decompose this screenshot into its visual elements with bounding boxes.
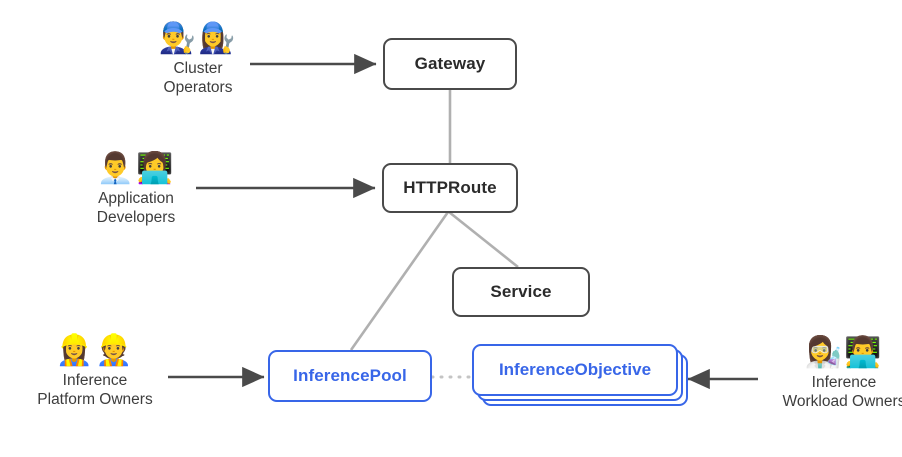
node-inferenceobjective[interactable]: InferenceObjective: [472, 344, 688, 406]
application-developers-caption: Application Developers: [96, 190, 176, 226]
inference-platform-owners-caption: Inference Platform Owners: [37, 372, 153, 408]
node-gateway-label: Gateway: [414, 54, 486, 73]
node-gateway[interactable]: Gateway: [383, 38, 517, 90]
cluster-operators-caption: Cluster Operators: [163, 60, 233, 96]
cluster-operators-icons: 👨‍🔧👩‍🔧: [158, 21, 238, 56]
edge-httproute-to-inferencepool: [349, 211, 450, 351]
persona-inference-platform-owners: 👷‍♀️👷 Inference Platform Owners: [22, 334, 168, 409]
persona-application-developers: 👨‍💼👩‍💻 Application Developers: [72, 152, 200, 227]
node-inferenceobjective-label: InferenceObjective: [498, 360, 652, 379]
node-httproute-label: HTTPRoute: [403, 178, 497, 197]
node-inferencepool[interactable]: InferencePool: [268, 350, 432, 402]
inferenceobjective-stack-front[interactable]: InferenceObjective: [472, 344, 678, 396]
node-service[interactable]: Service: [452, 267, 590, 317]
application-developers-icons: 👨‍💼👩‍💻: [96, 151, 176, 186]
edge-httproute-to-service: [448, 210, 519, 269]
node-inferencepool-label: InferencePool: [293, 366, 407, 385]
inference-workload-owners-icons: 👩‍🔬👨‍💻: [804, 335, 884, 370]
node-httproute[interactable]: HTTPRoute: [382, 163, 518, 213]
inference-workload-owners-caption: Inference Workload Owners: [782, 374, 902, 410]
persona-inference-workload-owners: 👩‍🔬👨‍💻 Inference Workload Owners: [768, 336, 902, 411]
node-service-label: Service: [490, 282, 552, 301]
persona-cluster-operators: 👨‍🔧👩‍🔧 Cluster Operators: [140, 22, 256, 97]
inference-platform-owners-icons: 👷‍♀️👷: [55, 333, 135, 368]
